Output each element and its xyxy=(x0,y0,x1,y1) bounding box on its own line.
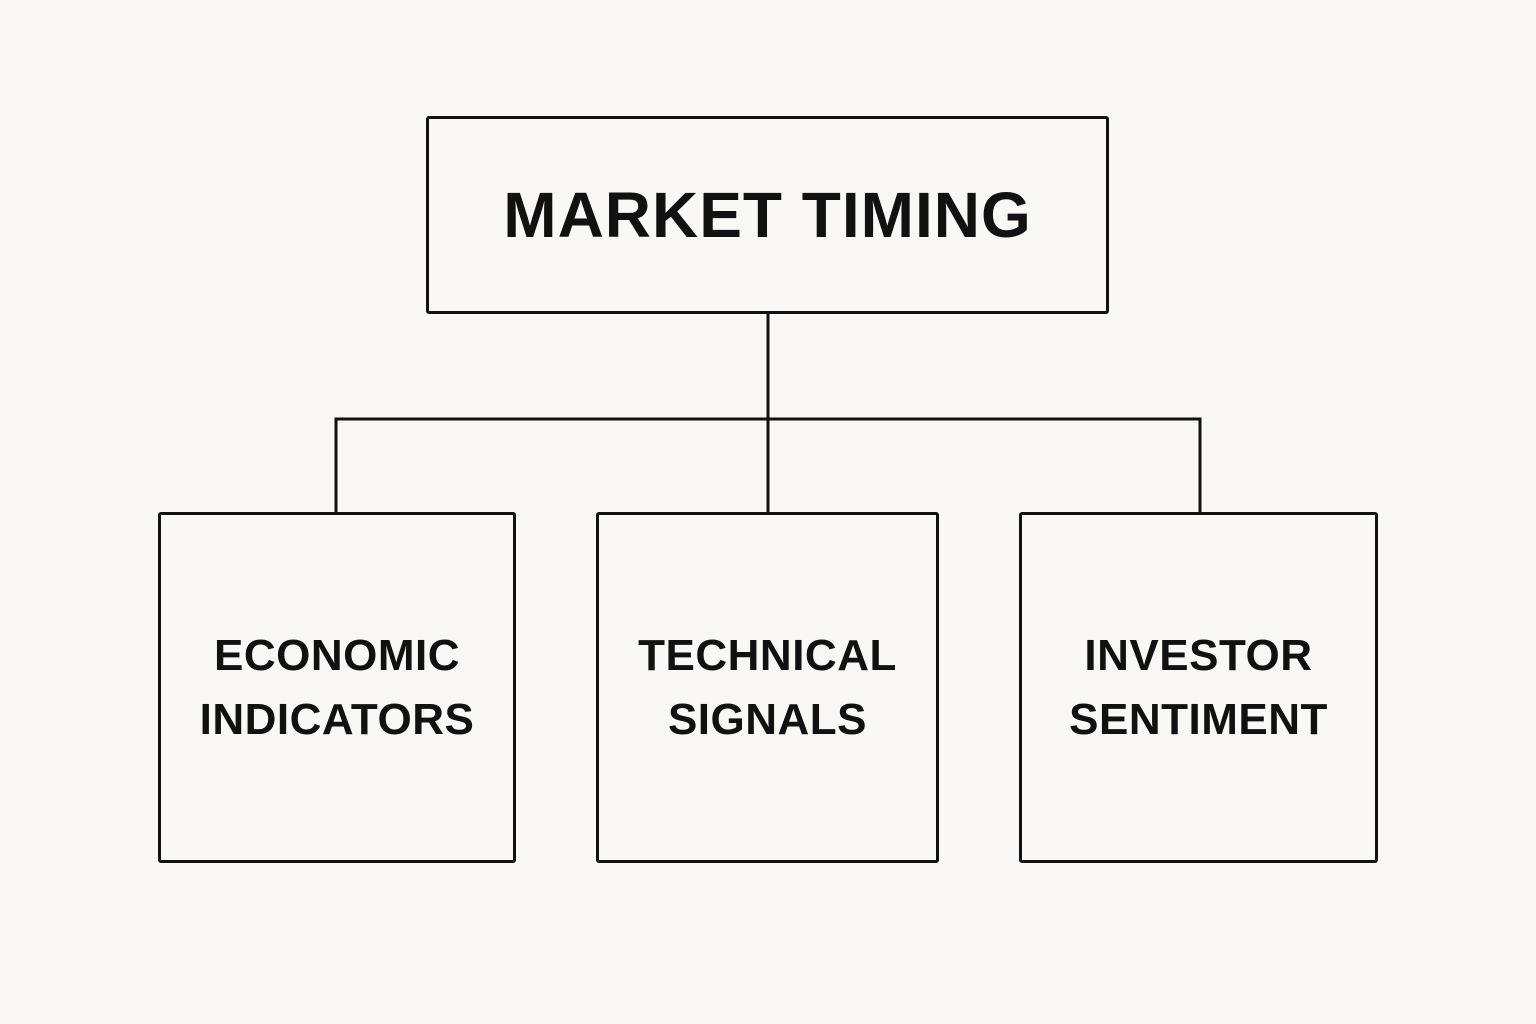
child-node-label-line2: INDICATORS xyxy=(199,694,475,744)
root-node-label: MARKET TIMING xyxy=(503,179,1032,251)
child-node-label-line1: INVESTOR xyxy=(1084,630,1313,680)
child-node-investor-sentiment: INVESTOR SENTIMENT xyxy=(1019,512,1378,863)
root-node-market-timing: MARKET TIMING xyxy=(426,116,1109,314)
child-node-label-line1: ECONOMIC xyxy=(214,630,460,680)
child-node-technical-signals: TECHNICAL SIGNALS xyxy=(596,512,939,863)
child-node-label-line1: TECHNICAL xyxy=(638,630,897,680)
child-node-label-line2: SENTIMENT xyxy=(1069,694,1328,744)
child-node-label-line2: SIGNALS xyxy=(667,694,868,744)
child-node-economic-indicators: ECONOMIC INDICATORS xyxy=(158,512,516,863)
